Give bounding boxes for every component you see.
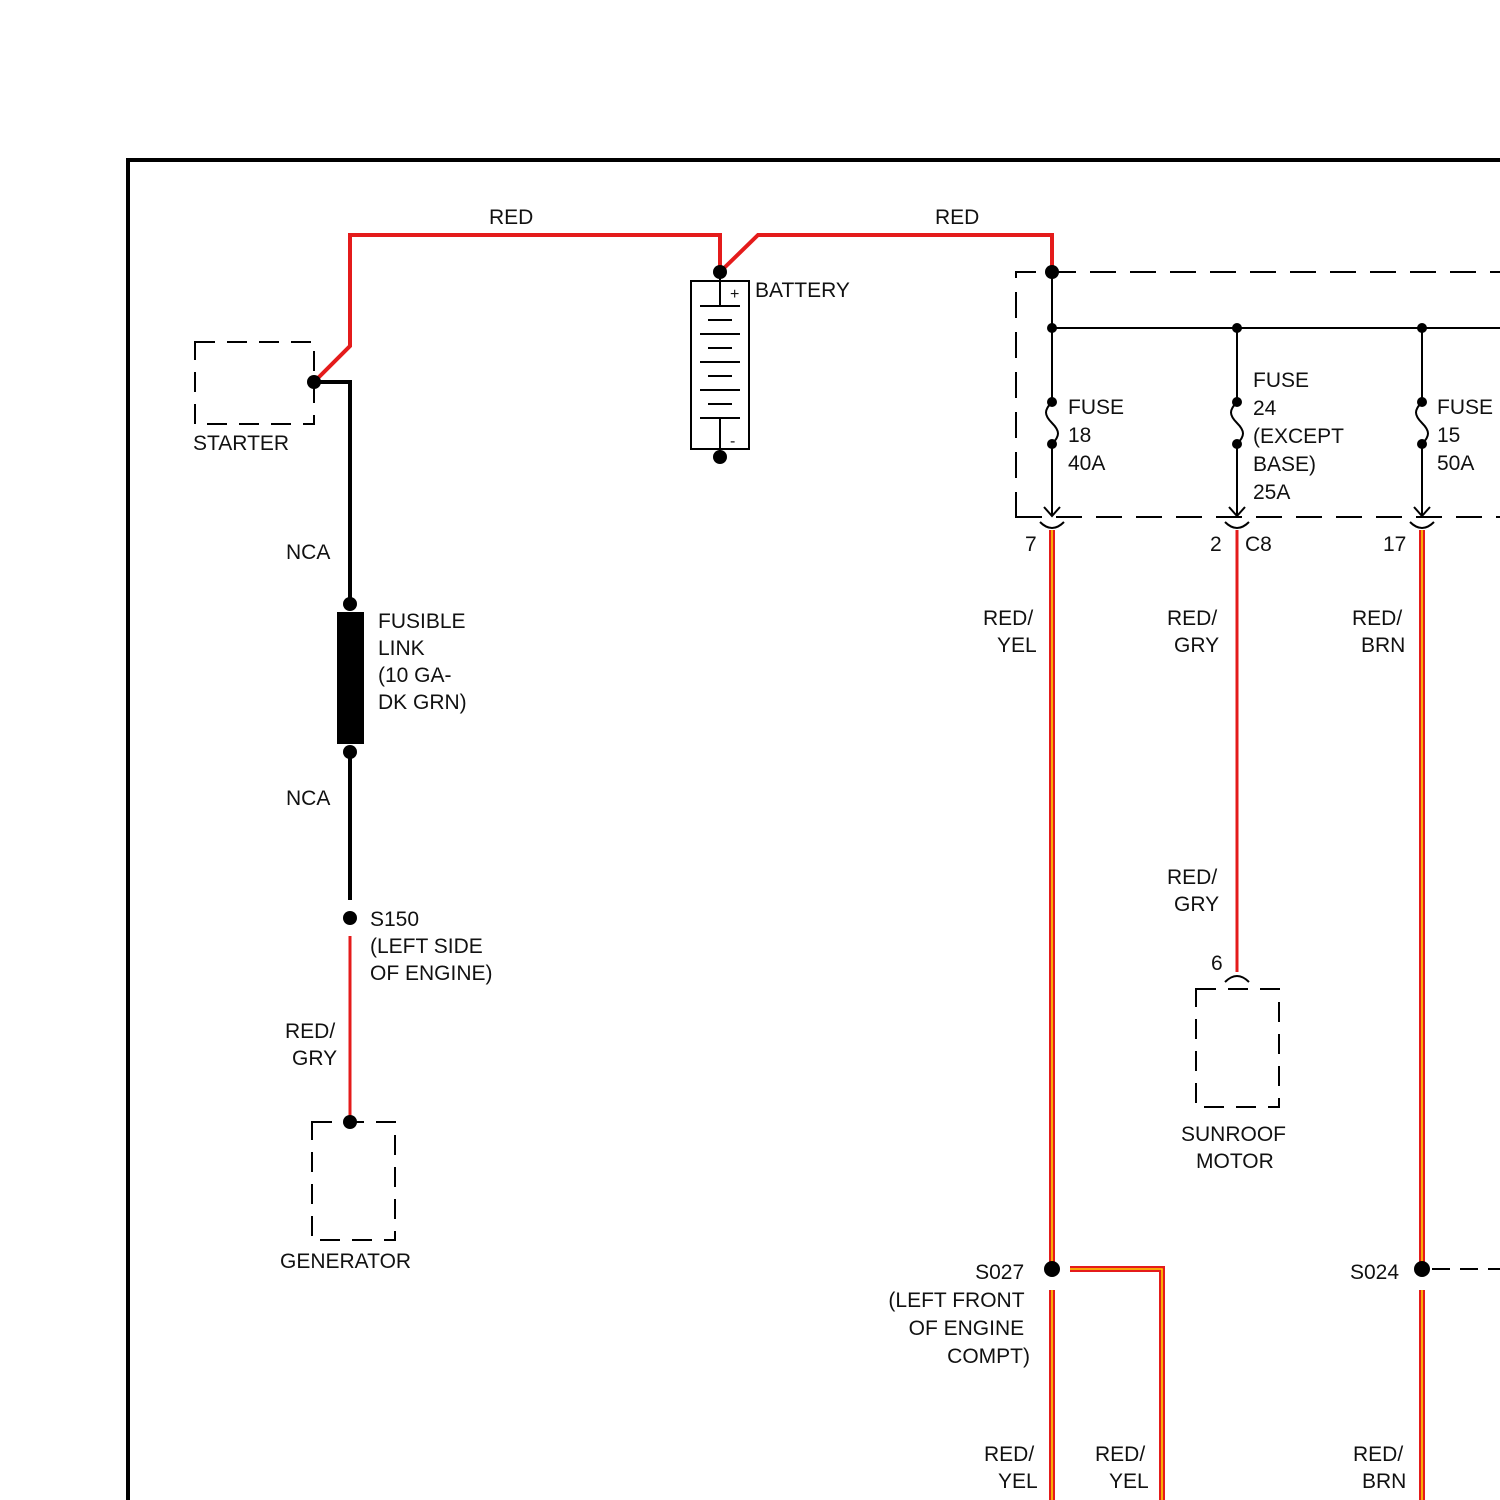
splice-s024-label: S024 bbox=[1350, 1261, 1399, 1284]
wire-red-battery-fusebox bbox=[720, 235, 1052, 272]
fusible-link bbox=[337, 612, 364, 744]
wire-label-red-left: RED bbox=[489, 206, 533, 229]
wire-label-nca-bottom: NCA bbox=[286, 787, 330, 810]
sunroof-pin: 6 bbox=[1211, 952, 1223, 975]
wire-label-fuse24: RED/ GRY bbox=[1167, 607, 1223, 657]
wire-label-red-right: RED bbox=[935, 206, 979, 229]
fuse-15-pin: 17 bbox=[1383, 533, 1406, 556]
fuse-18 bbox=[1040, 328, 1064, 528]
wire-nca-upper bbox=[314, 382, 350, 604]
sunroof-motor-label: SUNROOF MOTOR bbox=[1181, 1123, 1292, 1173]
wire-label-gen: RED/ GRY bbox=[285, 1020, 341, 1070]
battery-label: BATTERY bbox=[755, 279, 850, 302]
fuse-24-pin: 2 bbox=[1210, 533, 1222, 556]
wire-label-s027-right: RED/ YEL bbox=[1095, 1443, 1151, 1493]
splice-s027-label: S027 (LEFT FRONT OF ENGINE COMPT) bbox=[888, 1261, 1030, 1368]
splice-s027-dot bbox=[1044, 1261, 1060, 1277]
fuse-18-pin: 7 bbox=[1025, 533, 1037, 556]
starter-box bbox=[195, 342, 314, 424]
splice-s150-dot bbox=[343, 911, 357, 925]
fuse-24-label: FUSE 24 (EXCEPT BASE) 25A bbox=[1253, 369, 1349, 504]
splice-s150-label: S150 (LEFT SIDE OF ENGINE) bbox=[370, 908, 493, 985]
battery-negative-terminal bbox=[713, 450, 727, 464]
battery-negative: - bbox=[730, 433, 735, 450]
wire-label-fuse24-lower: RED/ GRY bbox=[1167, 866, 1223, 916]
wire-label-s024: RED/ BRN bbox=[1353, 1443, 1409, 1493]
starter-terminal bbox=[307, 375, 321, 389]
wire-label-fuse18: RED/ YEL bbox=[983, 607, 1039, 657]
fuse-18-label: FUSE 18 40A bbox=[1068, 396, 1130, 475]
generator-box bbox=[312, 1122, 395, 1240]
generator-label: GENERATOR bbox=[280, 1250, 411, 1273]
fuse-15 bbox=[1410, 328, 1434, 528]
starter-label: STARTER bbox=[193, 432, 289, 455]
sunroof-motor-box bbox=[1196, 989, 1279, 1107]
wire-label-nca-top: NCA bbox=[286, 541, 330, 564]
wire-label-s027-left: RED/ YEL bbox=[984, 1443, 1040, 1493]
fuse-24 bbox=[1225, 328, 1249, 528]
wire-red-starter-battery bbox=[314, 235, 720, 382]
connector-c8-label: C8 bbox=[1245, 533, 1272, 556]
splice-s024-dot bbox=[1414, 1261, 1430, 1277]
fusible-link-label: FUSIBLE LINK (10 GA- DK GRN) bbox=[378, 610, 471, 714]
wire-label-fuse15: RED/ BRN bbox=[1352, 607, 1408, 657]
sunroof-connector bbox=[1225, 976, 1249, 982]
fuse-15-label: FUSE 15 50A bbox=[1437, 396, 1499, 475]
battery-positive-terminal bbox=[713, 265, 727, 279]
fusible-link-top-dot bbox=[343, 597, 357, 611]
fuse-bus-bar bbox=[1052, 272, 1500, 328]
battery-positive: + bbox=[730, 286, 739, 303]
generator-terminal bbox=[343, 1115, 357, 1129]
